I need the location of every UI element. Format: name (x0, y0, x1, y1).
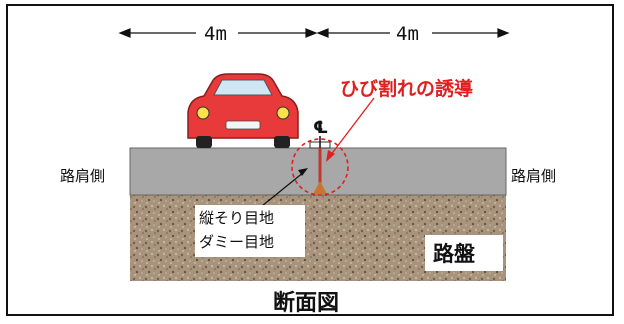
diagram-frame (6, 4, 614, 316)
base-course-label-box (425, 235, 503, 271)
joint-label-box (195, 205, 305, 257)
joint-label-line1: 縦そり目地 (199, 209, 275, 227)
centerline-icon: ℄ (313, 118, 329, 138)
dimension-label-right: 4m (396, 23, 419, 45)
dimension-arrows (118, 28, 510, 38)
shoulder-label-left: 路肩側 (60, 167, 106, 185)
dimension-label-left: 4m (204, 23, 227, 45)
base-course-label: 路盤 (433, 242, 475, 266)
crack-guide-callout: ひび割れの誘導 (340, 78, 474, 100)
car-icon (187, 73, 299, 148)
joint-label-line2: ダミー目地 (199, 233, 275, 251)
diagram-caption: 断面図 (273, 291, 340, 316)
shoulder-label-right: 路肩側 (511, 167, 557, 185)
dummy-joint (261, 97, 375, 207)
